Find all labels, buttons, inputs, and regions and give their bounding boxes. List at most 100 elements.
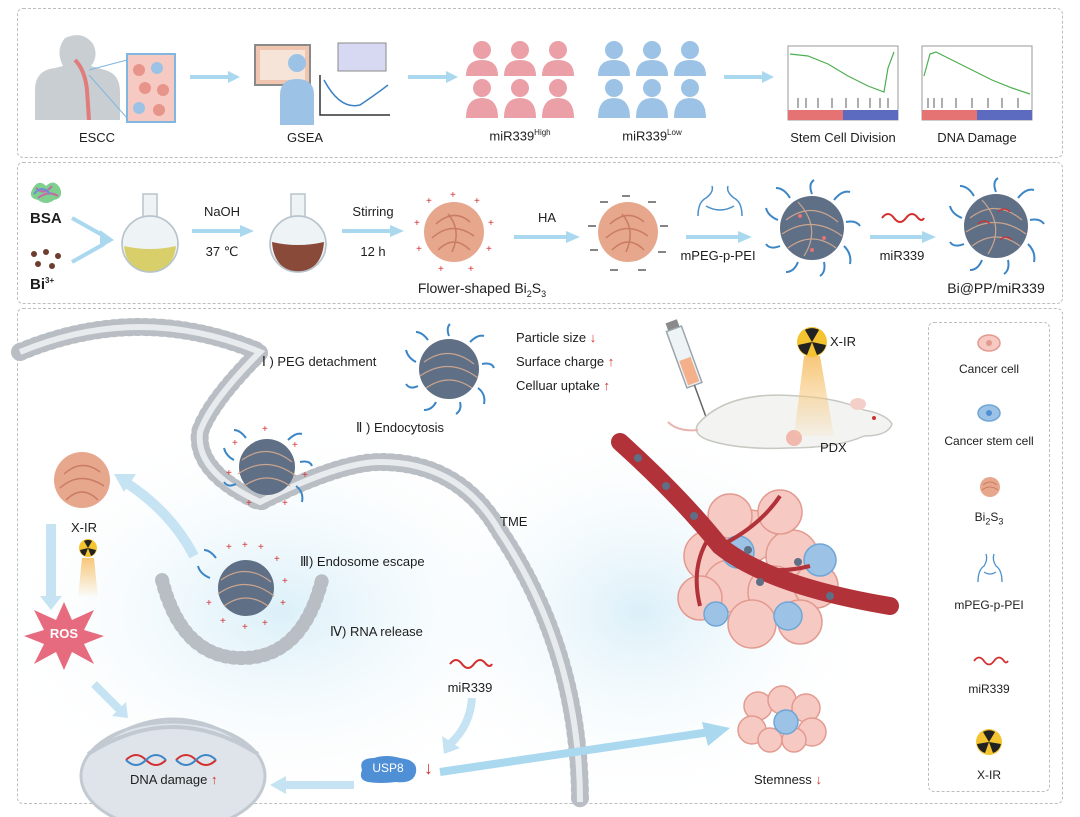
bismuth-ions-icon <box>31 249 61 269</box>
mouse-illustration <box>667 394 893 450</box>
tme-label: TME <box>500 514 528 529</box>
svg-text:+: + <box>242 540 248 551</box>
naoh-label: NaOH <box>203 204 241 219</box>
svg-text:+: + <box>206 598 212 609</box>
legend-cancer-stem-cell: Cancer stem cell <box>944 434 1034 448</box>
svg-text:+: + <box>486 244 492 255</box>
svg-text:+: + <box>262 618 268 629</box>
usp8-label: USP8 <box>372 761 404 775</box>
cancer-stem-cell-icon <box>977 404 1001 422</box>
arrow-icon <box>439 722 730 776</box>
surface-charge-property: Surface charge ↑ <box>516 354 615 369</box>
svg-text:+: + <box>416 244 422 255</box>
dna-damage-label: DNA damage ↑ <box>130 772 218 787</box>
bi2s3-legend-icon <box>980 477 1000 497</box>
flower-shaped-label: Flower-shaped Bi2S3 <box>417 280 547 299</box>
mir339-high-group <box>466 41 574 118</box>
pdx-label: PDX <box>820 440 847 455</box>
temperature-label: 37 ℃ <box>205 244 239 259</box>
svg-text:+: + <box>474 196 480 207</box>
svg-text:+: + <box>414 218 420 229</box>
mpeg-polymer-icon <box>697 185 743 217</box>
gsea-plot-dna-damage <box>921 45 1033 121</box>
arrow-icon <box>342 225 404 237</box>
svg-text:+: + <box>302 470 308 481</box>
arrow-icon <box>408 71 458 83</box>
mpeg-p-pei-label: mPEG-p-PEI <box>680 248 756 263</box>
escc-illustration <box>35 35 176 123</box>
arrow-icon <box>270 776 354 794</box>
usp8-protein <box>360 756 417 783</box>
mir339-icon <box>881 213 925 223</box>
merge-arrows-icon <box>71 216 114 264</box>
flower-bi2s3-cell <box>54 452 110 508</box>
svg-text:+: + <box>226 542 232 553</box>
arrow-icon <box>192 225 254 237</box>
flower-bi2s3-positive: + + + + + + + + + <box>414 190 494 275</box>
svg-text:+: + <box>226 468 232 479</box>
arrow-icon <box>686 231 752 243</box>
svg-text:+: + <box>282 576 288 587</box>
arrow-icon <box>190 71 240 83</box>
arrow-icon <box>91 681 128 718</box>
particle-size-property: Particle size ↓ <box>516 330 597 345</box>
mir339-cell-label: miR339 <box>447 680 493 695</box>
svg-text:+: + <box>262 424 268 435</box>
escc-label: ESCC <box>78 130 116 145</box>
legend-panel <box>928 322 1050 792</box>
nanoparticle-endosome: +++++ +++++ <box>197 540 288 633</box>
xir-cell-label: X-IR <box>71 520 97 535</box>
step-endosome-escape: Ⅲ) Endosome escape <box>300 554 425 569</box>
tumor-illustration <box>611 433 899 649</box>
ros-label: ROS <box>49 626 79 641</box>
mir339-low-label: miR339Low <box>622 128 682 144</box>
svg-text:+: + <box>282 498 288 509</box>
bi-ion-label: Bi3+ <box>30 276 55 293</box>
flower-bi2s3-negative <box>588 195 668 271</box>
arrow-icon <box>724 71 774 83</box>
bsa-protein-icon <box>30 182 62 203</box>
endosome <box>155 573 329 666</box>
gsea-label: GSEA <box>286 130 324 145</box>
cancer-cell-icon <box>977 334 1001 352</box>
legend-mpeg: mPEG-p-PEI <box>954 598 1024 612</box>
legend-cancer-cell: Cancer cell <box>958 362 1020 376</box>
gsea-illustration <box>254 42 390 125</box>
svg-text:+: + <box>488 218 494 229</box>
stemness-cell-cluster <box>737 685 827 753</box>
nucleus <box>79 717 267 817</box>
time-label: 12 h <box>360 244 386 259</box>
step-peg-detachment: Ⅰ ) PEG detachment <box>262 354 377 369</box>
radiation-small-icon <box>78 539 98 598</box>
radiation-icon <box>794 327 834 436</box>
syringe-icon <box>665 319 708 420</box>
product-label: Bi@PP/miR339 <box>947 280 1045 296</box>
svg-text:+: + <box>292 440 298 451</box>
nanoparticle-top <box>405 323 495 415</box>
flask-yellow-icon <box>121 193 179 273</box>
svg-text:+: + <box>232 438 238 449</box>
cellular-uptake-property: Celluar uptake ↑ <box>516 378 610 393</box>
flask-brown-icon <box>269 193 327 273</box>
xir-mouse-label: X-IR <box>830 334 856 349</box>
curved-arrow-icon <box>442 697 476 754</box>
legend-xir: X-IR <box>977 768 1001 782</box>
svg-text:+: + <box>426 196 432 207</box>
curved-arrow-icon <box>114 474 199 559</box>
ha-label: HA <box>537 210 557 225</box>
usp8-down-arrow: ↓ <box>424 758 433 778</box>
stemness-label: Stemness ↓ <box>754 772 822 787</box>
arrow-icon <box>514 231 580 243</box>
panel-gsea-workflow <box>17 8 1063 158</box>
ros-burst <box>24 602 104 670</box>
cell-membrane <box>11 318 589 811</box>
svg-text:+: + <box>468 264 474 275</box>
svg-text:+: + <box>438 264 444 275</box>
arrow-icon <box>870 231 936 243</box>
stem-cell-division-label: Stem Cell Division <box>790 130 896 145</box>
curved-arrow-icon <box>40 524 62 610</box>
nanoparticle-final-icon <box>949 177 1045 275</box>
svg-text:+: + <box>450 190 456 201</box>
bsa-label: BSA <box>30 210 62 227</box>
mpeg-legend-icon <box>977 553 1003 583</box>
